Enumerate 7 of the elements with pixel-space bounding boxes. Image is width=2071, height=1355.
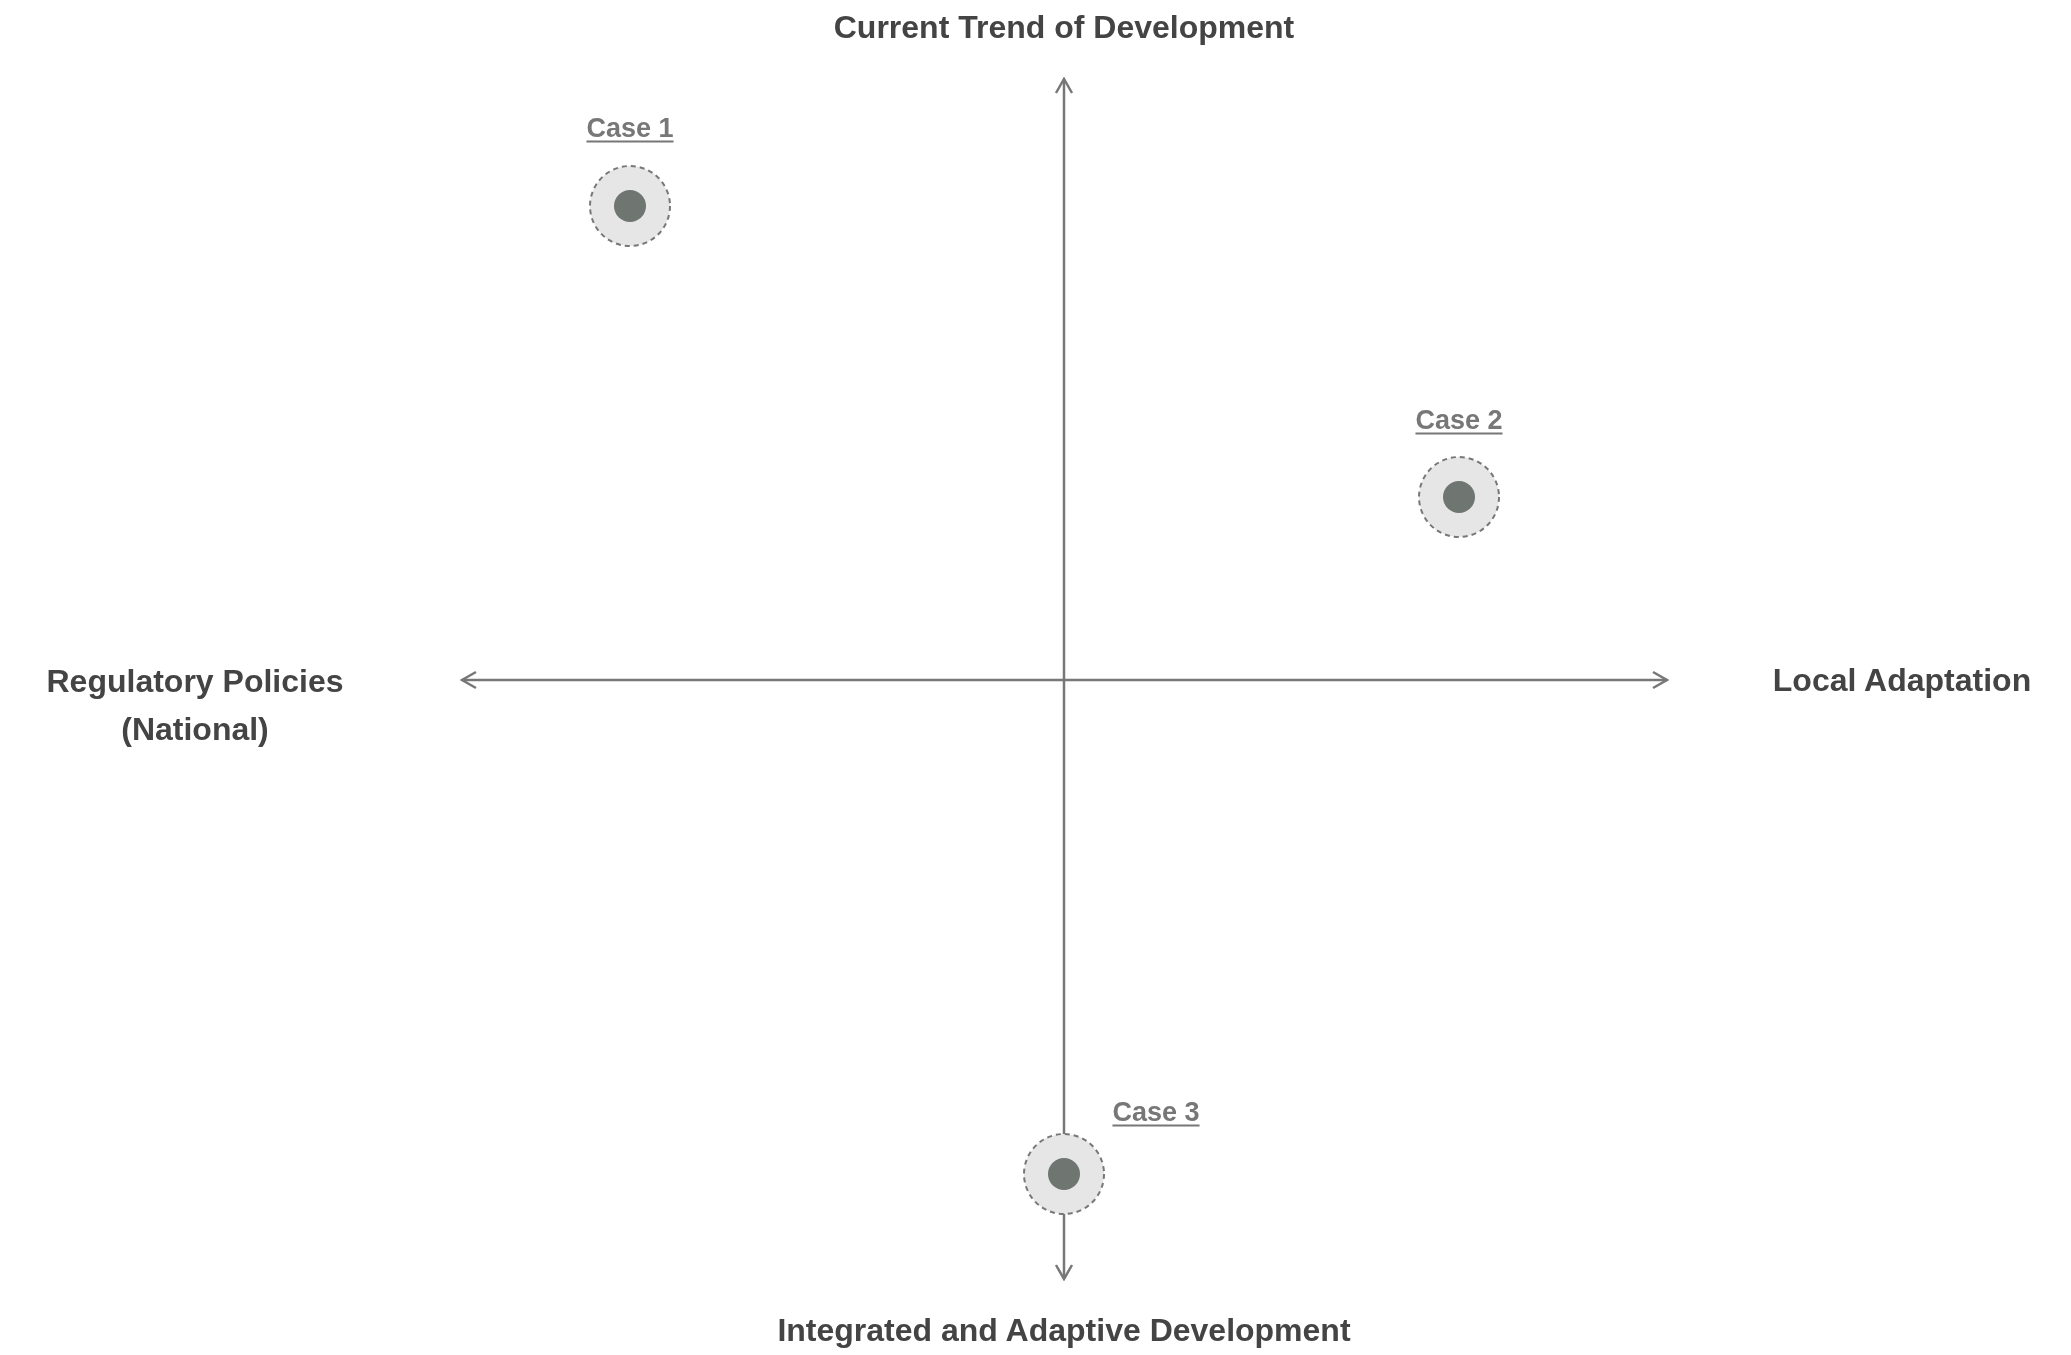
- case-label: Case 3: [1112, 1096, 1200, 1128]
- axis-label: Integrated and Adaptive Development: [777, 1311, 1351, 1350]
- case-label: Case 1: [586, 112, 674, 144]
- axis-label: Current Trend of Development: [833, 8, 1295, 47]
- case-label: Case 2: [1415, 404, 1503, 436]
- axis-label: Regulatory Policies (National): [45, 662, 345, 749]
- axis-label: Local Adaptation: [1772, 661, 2032, 700]
